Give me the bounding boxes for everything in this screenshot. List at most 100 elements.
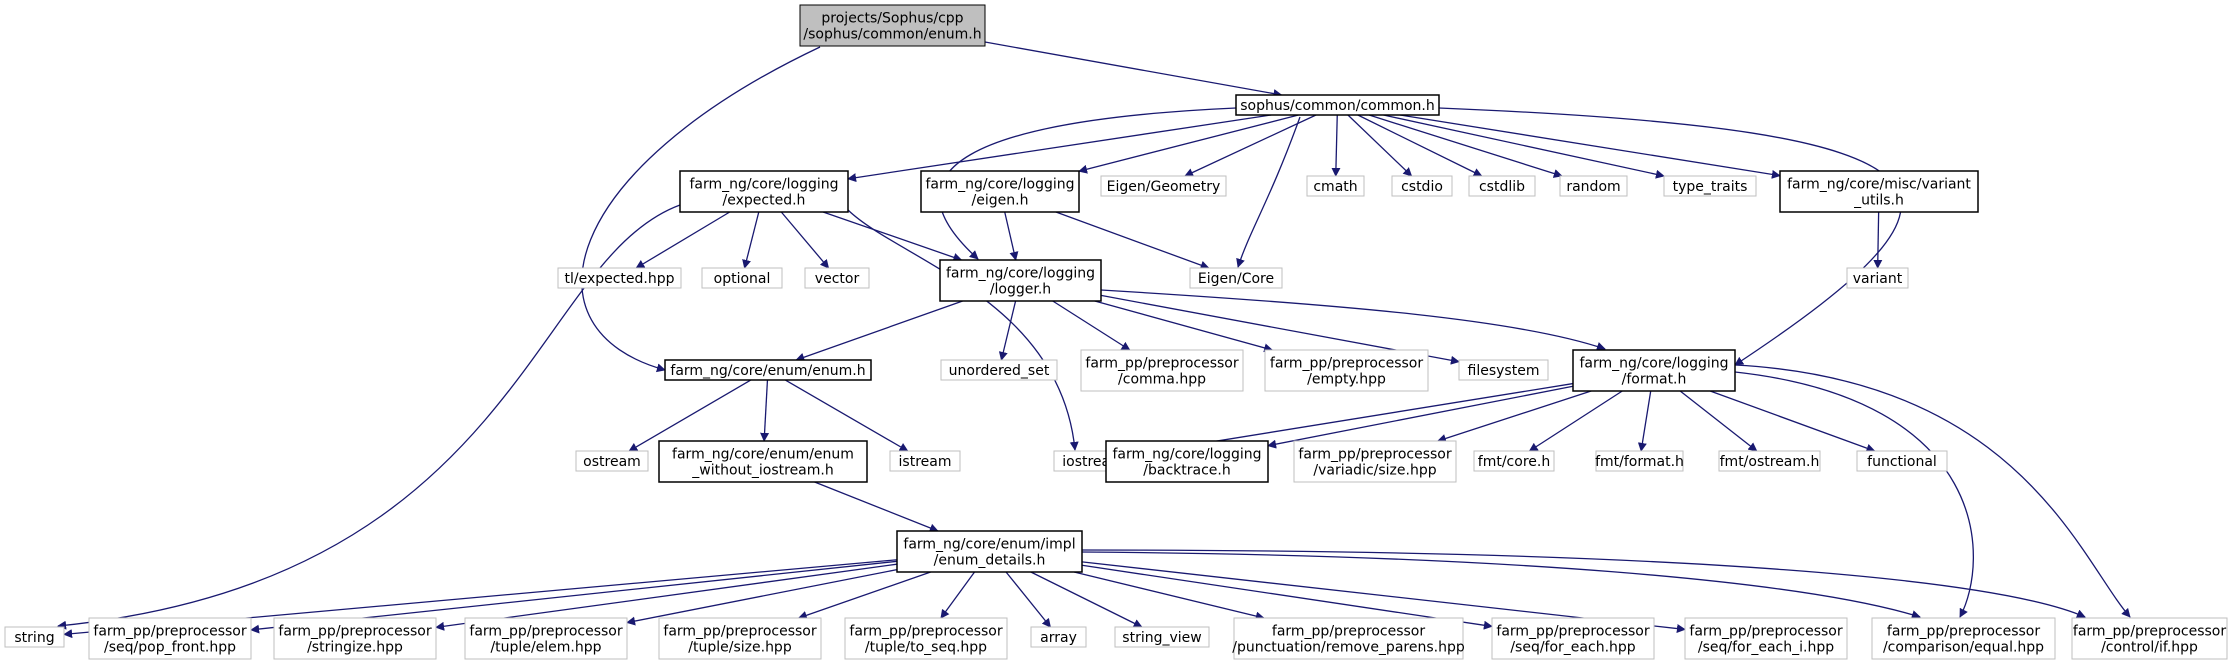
edge-enum_details_h-to-string_view [1030, 571, 1143, 628]
node-box [1468, 175, 1536, 197]
node-format_h[interactable]: farm_ng/core/logging/format.h [1572, 349, 1736, 392]
node-label: /expected.h [723, 193, 806, 209]
node-label: cstdio [1401, 179, 1443, 195]
edge-format_h-to-pp_equal [1734, 371, 1974, 618]
node-enum_h[interactable]: farm_ng/core/enum/enum.h [664, 359, 872, 381]
node-box [1306, 175, 1365, 197]
node-box [658, 617, 822, 660]
edge-common_h-to-cmath [1331, 114, 1341, 177]
node-variant: variant [1846, 267, 1909, 289]
node-label: farm_pp/preprocessor [849, 624, 1002, 640]
node-string: string [4, 626, 65, 648]
node-pp_stringize: farm_pp/preprocessor/stringize.hpp [273, 617, 437, 660]
node-logger_h[interactable]: farm_ng/core/logging/logger.h [939, 259, 1102, 302]
node-label: farm_ng/core/enum/impl [903, 537, 1075, 553]
node-enum_without_iostream_h[interactable]: farm_ng/core/enum/enum_without_iostream.… [658, 440, 868, 483]
node-label: /tuple/elem.hpp [490, 640, 601, 656]
edge-format_h-to-pp_if [1734, 364, 2131, 618]
edge-format_h-to-fmt_core [1528, 390, 1623, 452]
node-label: fmt/core.h [1478, 454, 1550, 470]
node-label: /sophus/common/enum.h [803, 27, 981, 43]
edge-enum_without_iostream_h-to-enum_details_h [814, 481, 939, 533]
edge-enum_details_h-to-pp_if [1081, 549, 2086, 618]
node-box [844, 617, 1008, 660]
node-filesystem: filesystem [1458, 359, 1549, 381]
edge-logger_h-to-unordered_set [998, 300, 1017, 361]
node-label: farm_pp/preprocessor [1272, 624, 1425, 640]
node-label: farm_pp/preprocessor [663, 624, 816, 640]
edge-common_h-to-logger_h [938, 107, 1237, 260]
node-expected_h[interactable]: farm_ng/core/logging/expected.h [679, 170, 849, 213]
node-enum_details_h[interactable]: farm_ng/core/enum/impl/enum_details.h [896, 530, 1083, 573]
node-box [88, 617, 252, 660]
node-label: cstdlib [1479, 179, 1525, 195]
node-variant_utils_h[interactable]: farm_ng/core/misc/variant_utils.h [1779, 170, 1979, 213]
edge-variant_utils_h-to-variant [1873, 211, 1883, 269]
edge-enum_h-to-enum_without_iostream_h [760, 379, 770, 442]
node-fmt_ostream: fmt/ostream.h [1718, 450, 1821, 472]
node-box [658, 440, 868, 483]
node-label: /comma.hpp [1118, 372, 1206, 388]
node-label: /variadic/size.hpp [1313, 463, 1436, 479]
node-label: Eigen/Core [1198, 271, 1274, 287]
node-eigen_h[interactable]: farm_ng/core/logging/eigen.h [920, 170, 1080, 213]
node-root[interactable]: projects/Sophus/cpp/sophus/common/enum.h [799, 4, 986, 47]
node-label: array [1040, 630, 1077, 646]
node-pp_tuple_elem: farm_pp/preprocessor/tuple/elem.hpp [464, 617, 628, 660]
nodes-layer: projects/Sophus/cpp/sophus/common/enum.h… [4, 4, 2228, 660]
edge-enum_details_h-to-pp_equal [1081, 551, 1921, 619]
node-box [896, 530, 1083, 573]
node-tl_expected: tl/expected.hpp [557, 267, 682, 289]
node-cstdlib: cstdlib [1468, 175, 1536, 197]
node-pp_empty: farm_pp/preprocessor/empty.hpp [1264, 349, 1429, 392]
node-box [1572, 349, 1736, 392]
node-label: /seq/for_each_i.hpp [1698, 640, 1834, 656]
node-unordered_set: unordered_set [940, 359, 1058, 381]
node-box [1100, 175, 1227, 197]
node-label: farm_pp/preprocessor [278, 624, 431, 640]
node-label: /empty.hpp [1307, 372, 1386, 388]
node-eigen_core: Eigen/Core [1189, 267, 1283, 289]
node-box [464, 617, 628, 660]
node-label: farm_ng/core/logging [1112, 447, 1261, 463]
node-type_traits: type_traits [1663, 175, 1757, 197]
node-label: Eigen/Geometry [1107, 179, 1221, 195]
node-pp_tuple_to_seq: farm_pp/preprocessor/tuple/to_seq.hpp [844, 617, 1008, 660]
node-pp_remove_parens: farm_pp/preprocessor/punctuation/remove_… [1232, 617, 1465, 660]
node-label: farm_pp/preprocessor [1689, 624, 1842, 640]
node-label: projects/Sophus/cpp [821, 11, 963, 27]
node-box [804, 267, 870, 289]
node-label: farm_pp/preprocessor [1887, 624, 2040, 640]
node-label: /tuple/size.hpp [688, 640, 792, 656]
node-box [1559, 175, 1628, 197]
node-label: farm_pp/preprocessor [1085, 356, 1238, 372]
edge-format_h-to-pp_variadic_size [1436, 390, 1592, 443]
edge-enum_details_h-to-pp_stringize [435, 563, 898, 631]
node-label: farm_pp/preprocessor [1298, 447, 1451, 463]
node-box [1491, 617, 1655, 660]
edge-logger_h-to-pp_comma [1052, 300, 1131, 351]
edge-enum_details_h-to-pp_tuple_size [797, 571, 931, 620]
edge-common_h-to-variant_utils_h [1399, 114, 1781, 179]
node-label: string_view [1122, 630, 1201, 646]
node-box [1189, 267, 1283, 289]
edge-logger_h-to-enum_h [795, 300, 963, 362]
node-box [557, 267, 682, 289]
node-label: cmath [1313, 179, 1357, 195]
edge-expected_h-to-tl_expected [635, 211, 731, 269]
edge-common_h-to-eigen_h [1078, 114, 1299, 174]
node-backtrace_h[interactable]: farm_ng/core/logging/backtrace.h [1105, 440, 1269, 483]
edge-eigen_h-to-eigen_core [1055, 211, 1210, 270]
node-box [1264, 349, 1429, 392]
node-label: sophus/common/common.h [1240, 98, 1435, 114]
node-label: fmt/format.h [1595, 454, 1684, 470]
node-pp_variadic_size: farm_pp/preprocessor/variadic/size.hpp [1293, 440, 1457, 483]
node-box [1114, 626, 1210, 648]
node-box [2071, 617, 2228, 660]
node-common_h[interactable]: sophus/common/common.h [1235, 94, 1440, 116]
edge-root-to-common_h [984, 41, 1283, 99]
node-label: farm_pp/preprocessor [469, 624, 622, 640]
node-label: /logger.h [990, 282, 1051, 298]
node-box [1846, 267, 1909, 289]
node-box [273, 617, 437, 660]
